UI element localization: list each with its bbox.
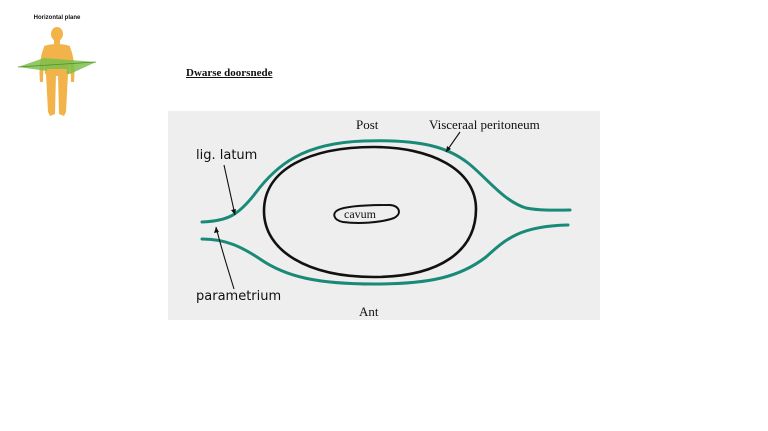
label-post: Post xyxy=(356,117,379,132)
uterus-cross-section-drawing xyxy=(200,131,572,290)
lig-latum-arrow xyxy=(223,164,236,216)
human-body-horizontal-plane-icon xyxy=(17,27,97,116)
cross-section-diagram: Post Visceraal peritoneum lig. latum cav… xyxy=(168,111,600,320)
orientation-label: Horizontal plane xyxy=(33,15,81,21)
label-lig-latum: lig. latum xyxy=(196,148,258,163)
label-parametrium: parametrium xyxy=(196,289,282,304)
label-cavum: cavum xyxy=(344,207,376,221)
slide-title: Dwarse doorsnede xyxy=(186,67,273,79)
parametrium-arrow xyxy=(215,226,235,290)
label-visceraal-peritoneum: Visceraal peritoneum xyxy=(429,117,540,132)
peritoneum-posterior-line xyxy=(200,139,572,224)
uterus-wall xyxy=(262,145,478,279)
cavum-outline xyxy=(333,203,400,224)
orientation-badge: Horizontal plane xyxy=(14,12,100,122)
peritoneum-anterior-line xyxy=(200,223,570,286)
label-ant: Ant xyxy=(359,304,379,319)
